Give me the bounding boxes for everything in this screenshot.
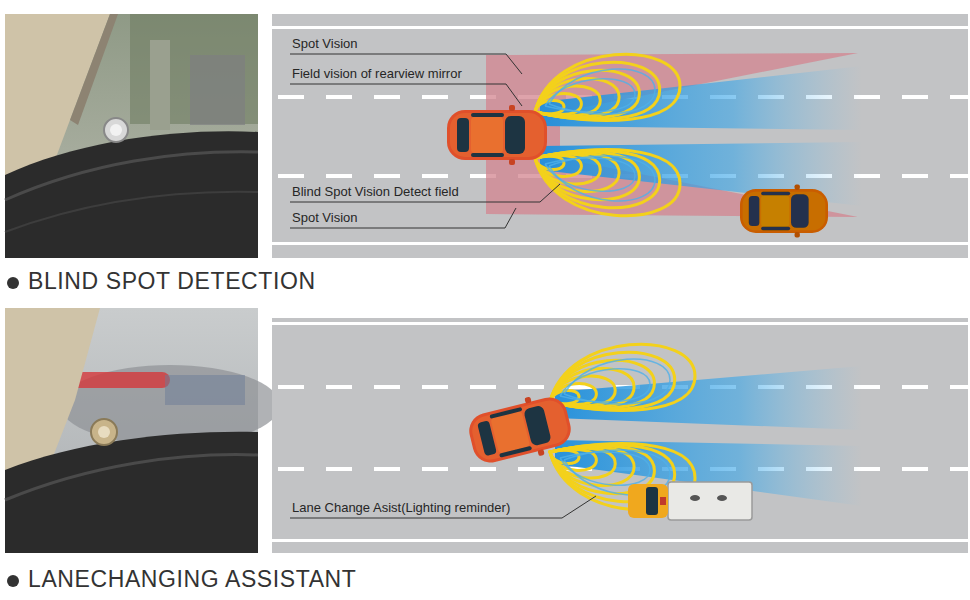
callout-label: Spot Vision (292, 210, 358, 226)
road-diagram-top (272, 14, 968, 258)
photo-blind-spot (5, 14, 258, 258)
bullet (7, 277, 19, 289)
photo-lane-change (5, 308, 280, 553)
road-diagram-bottom (272, 318, 968, 553)
section-heading: LANECHANGING ASSISTANT (28, 566, 356, 594)
callout-label: Blind Spot Vision Detect field (292, 184, 459, 200)
callout-label: Field vision of rearview mirror (292, 66, 462, 82)
section-heading: BLIND SPOT DETECTION (28, 268, 316, 296)
truck (628, 482, 752, 520)
callout-label: Lane Change Asist(Lighting reminder) (292, 500, 510, 516)
bullet (7, 575, 19, 587)
callout-label: Spot Vision (292, 36, 358, 52)
